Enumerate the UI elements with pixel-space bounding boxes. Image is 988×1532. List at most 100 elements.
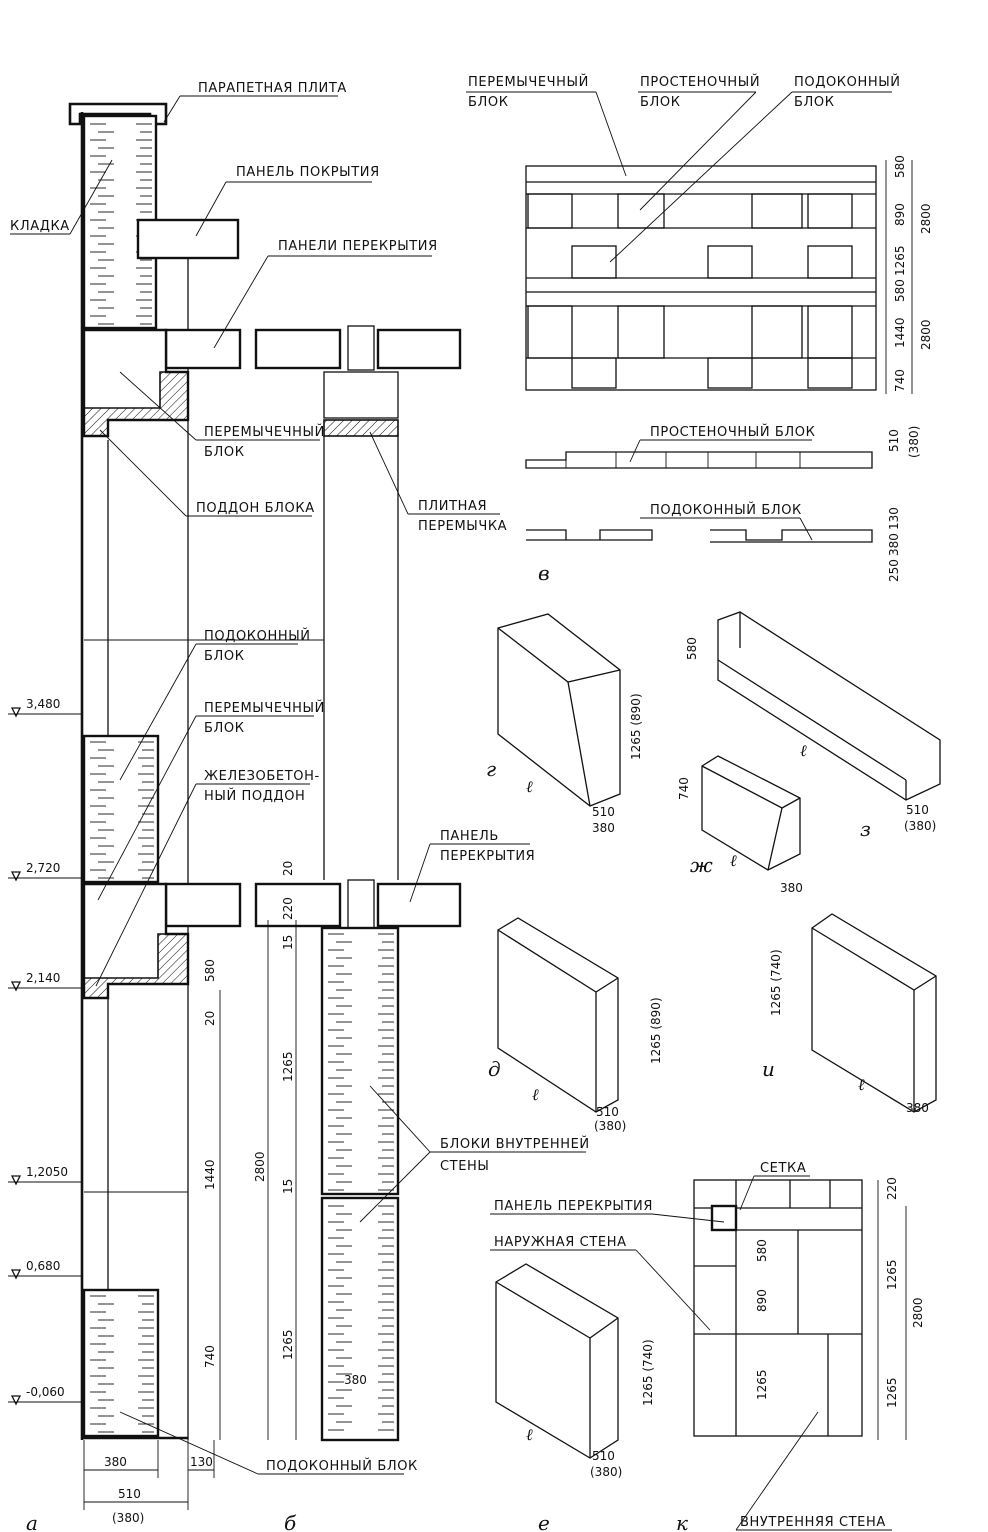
svg-text:ПРОСТЕНОЧНЫЙ: ПРОСТЕНОЧНЫЙ [640, 74, 760, 90]
inner-wall-block-1 [320, 926, 400, 1196]
floor-panel-mid [254, 328, 342, 370]
svg-text:(380): (380) [590, 1465, 622, 1479]
label-lintel-1: ПЕРЕМЫЧЕЧНЫЙ [204, 424, 325, 440]
slab-lintel [323, 419, 399, 437]
svg-text:1265: 1265 [281, 1329, 295, 1360]
label-lintel-2: БЛОК [204, 445, 245, 460]
svg-text:1265: 1265 [755, 1369, 769, 1400]
panel-joint-top [347, 325, 375, 371]
letter-z: з [860, 817, 871, 841]
elevation-marker [10, 981, 22, 992]
facade-v: ПЕРЕМЫЧЕЧНЫЙ БЛОК ПРОСТЕНОЧНЫЙ БЛОК ПОДО… [466, 74, 933, 585]
floor-panel-lower-left [164, 882, 242, 928]
facade-block [527, 193, 573, 229]
label-inner-blocks-1: БЛОКИ ВНУТРЕННЕЙ [440, 1136, 590, 1152]
elevation-marker [10, 1395, 22, 1406]
label-masonry: КЛАДКА [10, 219, 70, 234]
svg-text:740: 740 [203, 1345, 217, 1368]
svg-text:ℓ: ℓ [858, 1075, 865, 1094]
facade-block [751, 305, 803, 359]
label-tray: ПОДДОН БЛОКА [196, 501, 315, 516]
svg-text:1265 (890): 1265 (890) [649, 997, 663, 1064]
elevation-marker [10, 871, 22, 882]
label-sill-2: БЛОК [204, 649, 245, 664]
elevation-label: -0,060 [26, 1385, 65, 1399]
facade-block [807, 245, 853, 279]
facade-block [617, 193, 665, 229]
section-a-labels: ПАРАПЕТНАЯ ПЛИТА ПАНЕЛЬ ПОКРЫТИЯ КЛАДКА … [10, 81, 590, 1475]
svg-text:510: 510 [592, 1449, 615, 1463]
iso-block-i: 1265 (740) ℓ 380 и [762, 913, 937, 1115]
label-floor-panels: ПАНЕЛИ ПЕРЕКРЫТИЯ [278, 239, 438, 254]
svg-text:1265 (740): 1265 (740) [641, 1339, 655, 1406]
svg-text:250: 250 [887, 559, 901, 582]
iso-block-e: 1265 (740) ℓ 510 (380) е [495, 1263, 655, 1532]
letter-b: б [284, 1511, 297, 1532]
label-sill-bottom: ПОДОКОННЫЙ БЛОК [266, 1458, 418, 1474]
iso-block-zh: 740 ℓ 380 ж [677, 755, 803, 895]
parapet-plate [68, 102, 168, 126]
svg-text:130: 130 [190, 1455, 213, 1469]
svg-text:890: 890 [755, 1289, 769, 1312]
svg-text:580: 580 [755, 1239, 769, 1262]
facade-block [707, 245, 753, 279]
svg-text:БЛОК: БЛОК [468, 95, 509, 110]
letter-a: а [26, 1511, 38, 1532]
floor-panel-lower-mid [254, 882, 342, 928]
letter-v: в [538, 561, 550, 585]
section-a-wall [68, 102, 462, 1510]
elevation-label: 2,140 [26, 971, 60, 985]
svg-text:20: 20 [281, 861, 295, 876]
svg-text:380: 380 [906, 1101, 929, 1115]
svg-text:130: 130 [887, 507, 901, 530]
svg-text:20: 20 [203, 1011, 217, 1026]
svg-text:890: 890 [893, 203, 907, 226]
letter-e: е [538, 1511, 550, 1532]
svg-text:ВНУТРЕННЯЯ СТЕНА: ВНУТРЕННЯЯ СТЕНА [740, 1515, 886, 1530]
facade-block [707, 357, 753, 389]
svg-text:580: 580 [893, 279, 907, 302]
svg-text:1265: 1265 [885, 1259, 899, 1290]
label-lintel-b-1: ПЕРЕМЫЧЕЧНЫЙ [204, 700, 325, 716]
label-floor-panel-1: ПАНЕЛЬ [440, 829, 499, 844]
facade-block [527, 305, 573, 359]
label-slab-lintel-2: ПЕРЕМЫЧКА [418, 519, 507, 534]
sill-block-bottom [82, 1288, 160, 1438]
floor-panel-lower-right [376, 882, 462, 928]
svg-text:1265: 1265 [281, 1051, 295, 1082]
letter-i: и [762, 1057, 775, 1081]
letter-d: д [488, 1057, 501, 1081]
floor-panel-left [164, 328, 242, 370]
facade-block [617, 305, 665, 359]
label-floor-panel-2: ПЕРЕКРЫТИЯ [440, 849, 535, 864]
svg-text:380: 380 [344, 1373, 367, 1387]
svg-text:220: 220 [281, 897, 295, 920]
panel-joint-lower [347, 879, 375, 929]
svg-text:15: 15 [281, 1179, 295, 1194]
facade-block [571, 245, 617, 279]
elevation-label: 2,720 [26, 861, 60, 875]
inner-wall-block-2 [320, 1196, 400, 1442]
letter-k: к [676, 1511, 688, 1532]
label-parapet: ПАРАПЕТНАЯ ПЛИТА [198, 81, 347, 96]
elevation-marker [10, 1269, 22, 1280]
svg-text:БЛОК: БЛОК [794, 95, 835, 110]
svg-text:510: 510 [592, 805, 615, 819]
svg-text:580: 580 [893, 155, 907, 178]
svg-text:ℓ: ℓ [526, 1425, 533, 1444]
svg-text:510: 510 [887, 429, 901, 452]
elevation-label: 3,480 [26, 697, 60, 711]
svg-text:ПОДОКОННЫЙ БЛОК: ПОДОКОННЫЙ БЛОК [650, 502, 802, 518]
svg-text:580: 580 [685, 637, 699, 660]
svg-text:БЛОК: БЛОК [640, 95, 681, 110]
svg-text:(380): (380) [112, 1511, 144, 1525]
iso-block-g: 1265 (890) ℓ 510 380 г [486, 613, 643, 835]
svg-text:380: 380 [592, 821, 615, 835]
svg-text:2800: 2800 [253, 1151, 267, 1182]
label-rc-tray-1: ЖЕЛЕЗОБЕТОН- [204, 769, 320, 784]
letter-zh: ж [690, 853, 713, 877]
svg-text:740: 740 [893, 369, 907, 392]
svg-text:ℓ: ℓ [730, 851, 737, 870]
svg-text:(380): (380) [907, 426, 921, 458]
